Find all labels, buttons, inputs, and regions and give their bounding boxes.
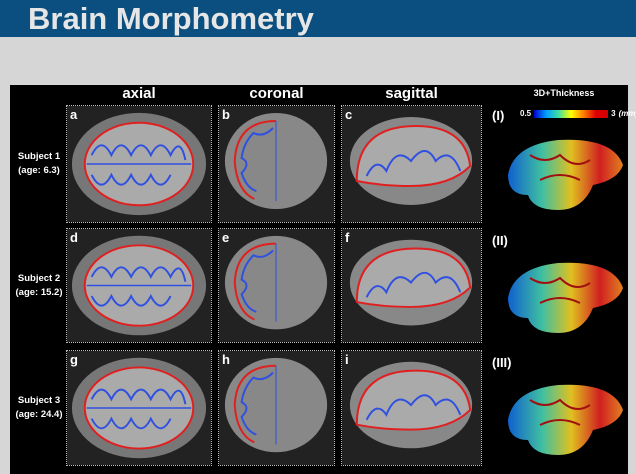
colorbar-gradient	[534, 109, 609, 118]
panel-letter: c	[345, 107, 353, 122]
coronal-slice-image: b	[218, 105, 335, 223]
subject-label: Subject 1 (age: 6.3)	[10, 150, 68, 178]
panel-letter: e	[222, 230, 230, 245]
subject-name: Subject 2	[17, 272, 61, 284]
sagittal-slice-image: i	[341, 350, 482, 466]
subject-name: Subject 1	[17, 151, 61, 162]
panel-letter: f	[345, 230, 350, 245]
scale-unit: (mm)	[618, 109, 636, 118]
subject-age: (age: 15.2)	[15, 286, 63, 298]
subject-age: (age: 6.3)	[18, 165, 60, 176]
subject-label: Subject 2 (age: 15.2)	[10, 272, 68, 300]
column-header-sagittal: sagittal	[385, 85, 438, 102]
row-numeral: (II)	[492, 233, 508, 248]
row-numeral: (I)	[492, 108, 505, 123]
sagittal-slice-image: f	[341, 228, 482, 343]
panel-letter: g	[70, 352, 78, 367]
panel-letter: h	[222, 352, 230, 367]
3d-thickness-brain	[508, 384, 623, 455]
title-bar: Brain Morphometry	[0, 0, 636, 37]
panel-letter: i	[345, 352, 349, 367]
thickness-colorbar: 0.5 3 (mm)	[520, 109, 636, 118]
coronal-slice-image: e	[218, 228, 335, 343]
row-numeral: (III)	[492, 355, 512, 370]
scale-max: 3	[611, 109, 616, 118]
3d-thickness-brain	[508, 262, 623, 333]
scale-min: 0.5	[520, 109, 532, 118]
3d-thickness-brain	[508, 139, 623, 210]
coronal-slice-image: h	[218, 350, 335, 466]
slide-title: Brain Morphometry	[28, 1, 314, 36]
axial-slice-image: d	[66, 228, 212, 343]
column-header-axial: axial	[122, 85, 156, 102]
axial-slice-image: g	[66, 350, 212, 466]
panel-letter: a	[70, 107, 78, 122]
subject-name: Subject 3	[17, 395, 61, 406]
subject-age: (age: 24.4)	[15, 409, 63, 420]
column-header-3d: 3D+Thickness	[533, 88, 595, 98]
figure-panel: axial coronal sagittal 3D+Thickness 0.5 …	[10, 85, 636, 474]
column-header-coronal: coronal	[249, 85, 304, 102]
subject-label: Subject 3 (age: 24.4)	[10, 394, 68, 422]
panel-letter: b	[222, 107, 230, 122]
panel-letter: d	[70, 230, 78, 245]
axial-slice-image: a	[66, 105, 212, 223]
sagittal-slice-image: c	[341, 105, 482, 223]
